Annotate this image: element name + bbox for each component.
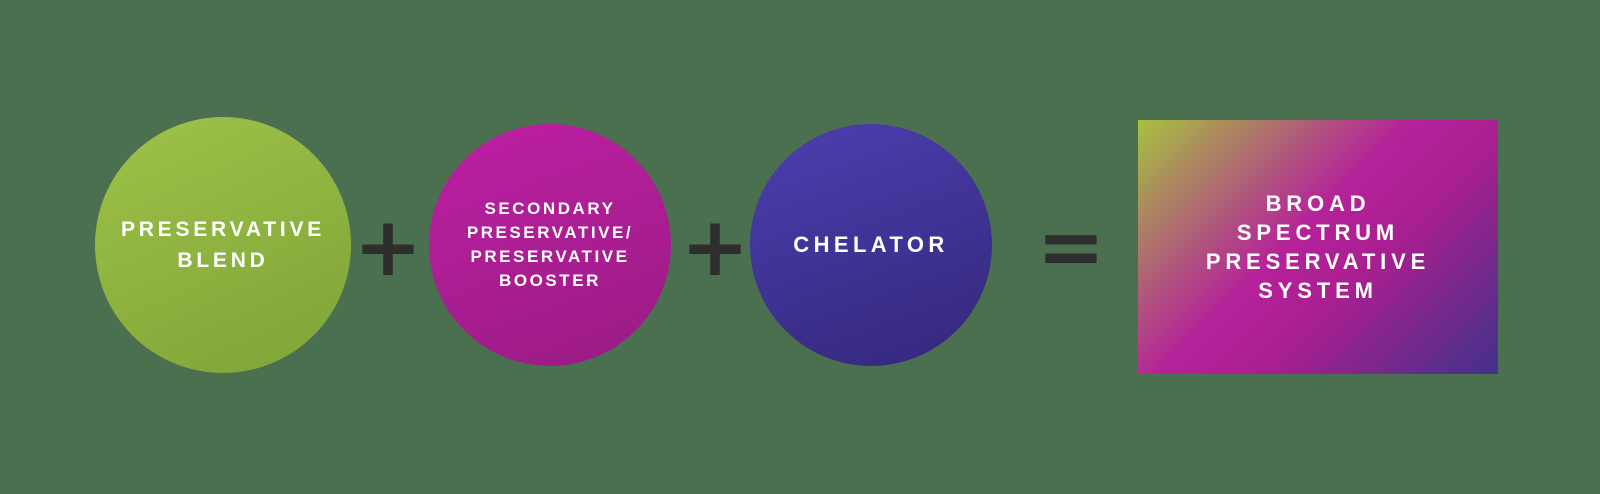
- chelator-circle: CHELATOR: [750, 124, 992, 366]
- broad-spectrum-result-box: BROAD SPECTRUM PRESERVATIVE SYSTEM: [1138, 120, 1498, 374]
- label-line: PRESERVATIVE: [470, 247, 630, 266]
- equals-symbol: =: [1036, 200, 1106, 295]
- plus-icon: +: [670, 203, 760, 293]
- label-line: PRESERVATIVE: [1205, 249, 1431, 274]
- label-line: SPECTRUM: [1236, 219, 1400, 245]
- label-line: PRESERVATIVE/: [466, 223, 634, 243]
- broad-spectrum-result-label: BROAD SPECTRUM PRESERVATIVE SYSTEM: [1138, 189, 1498, 305]
- label-line: SYSTEM: [1258, 278, 1378, 304]
- preservative-blend-label: PRESERVATIVE BLEND: [95, 214, 351, 277]
- secondary-preservative-booster-label: SECONDARY PRESERVATIVE/ PRESERVATIVE BOO…: [429, 197, 671, 292]
- label-line: BLEND: [177, 249, 269, 272]
- preservative-blend-circle: PRESERVATIVE BLEND: [95, 117, 351, 373]
- plus-icon: +: [343, 203, 433, 293]
- label-line: BROAD: [1265, 190, 1371, 216]
- equals-icon: =: [1026, 203, 1116, 293]
- label-line: SECONDARY: [484, 199, 616, 219]
- label-line: CHELATOR: [793, 231, 949, 257]
- plus-symbol: +: [680, 200, 750, 295]
- plus-symbol: +: [353, 200, 423, 295]
- label-line: PRESERVATIVE: [120, 217, 326, 241]
- label-line: BOOSTER: [499, 270, 601, 290]
- chelator-label: CHELATOR: [750, 230, 992, 261]
- secondary-preservative-booster-circle: SECONDARY PRESERVATIVE/ PRESERVATIVE BOO…: [429, 124, 671, 366]
